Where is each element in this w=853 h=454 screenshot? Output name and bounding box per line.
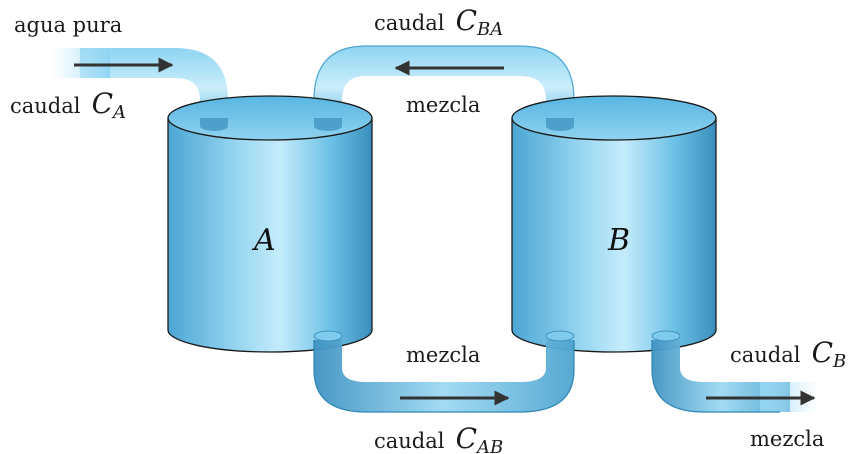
outlet-rate-subscript: B xyxy=(832,351,846,372)
return-rate-subscript: BA xyxy=(476,19,503,40)
return-content-label: mezcla xyxy=(406,93,480,117)
outlet-content-label: mezcla xyxy=(750,427,824,451)
transfer-rate-label: caudal CAB xyxy=(374,422,503,454)
inlet-label: agua pura xyxy=(14,13,122,37)
tank-a-label: A xyxy=(251,223,276,258)
transfer-content-label: mezcla xyxy=(406,343,480,367)
transfer-rate-subscript: AB xyxy=(475,437,503,454)
transfer-rate-symbol: C xyxy=(456,422,477,454)
inlet-rate-symbol: C xyxy=(92,87,113,120)
return-rate-word: caudal xyxy=(374,11,445,35)
outlet-rate-symbol: C xyxy=(812,336,833,369)
inlet-rate-subscript: A xyxy=(111,102,126,123)
tank-b xyxy=(511,95,717,353)
tank-b-label: B xyxy=(607,223,630,258)
return-pipe-ba xyxy=(313,45,575,128)
outlet-rate-label: caudal CB xyxy=(730,336,846,372)
tank-a xyxy=(167,95,373,353)
inlet-rate-word: caudal xyxy=(10,94,81,118)
inlet-rate-label: caudal CA xyxy=(10,87,126,123)
return-rate-symbol: C xyxy=(456,4,477,37)
transfer-rate-word: caudal xyxy=(374,429,445,453)
outlet-rate-word: caudal xyxy=(730,343,801,367)
return-rate-label: caudal CBA xyxy=(374,4,503,40)
